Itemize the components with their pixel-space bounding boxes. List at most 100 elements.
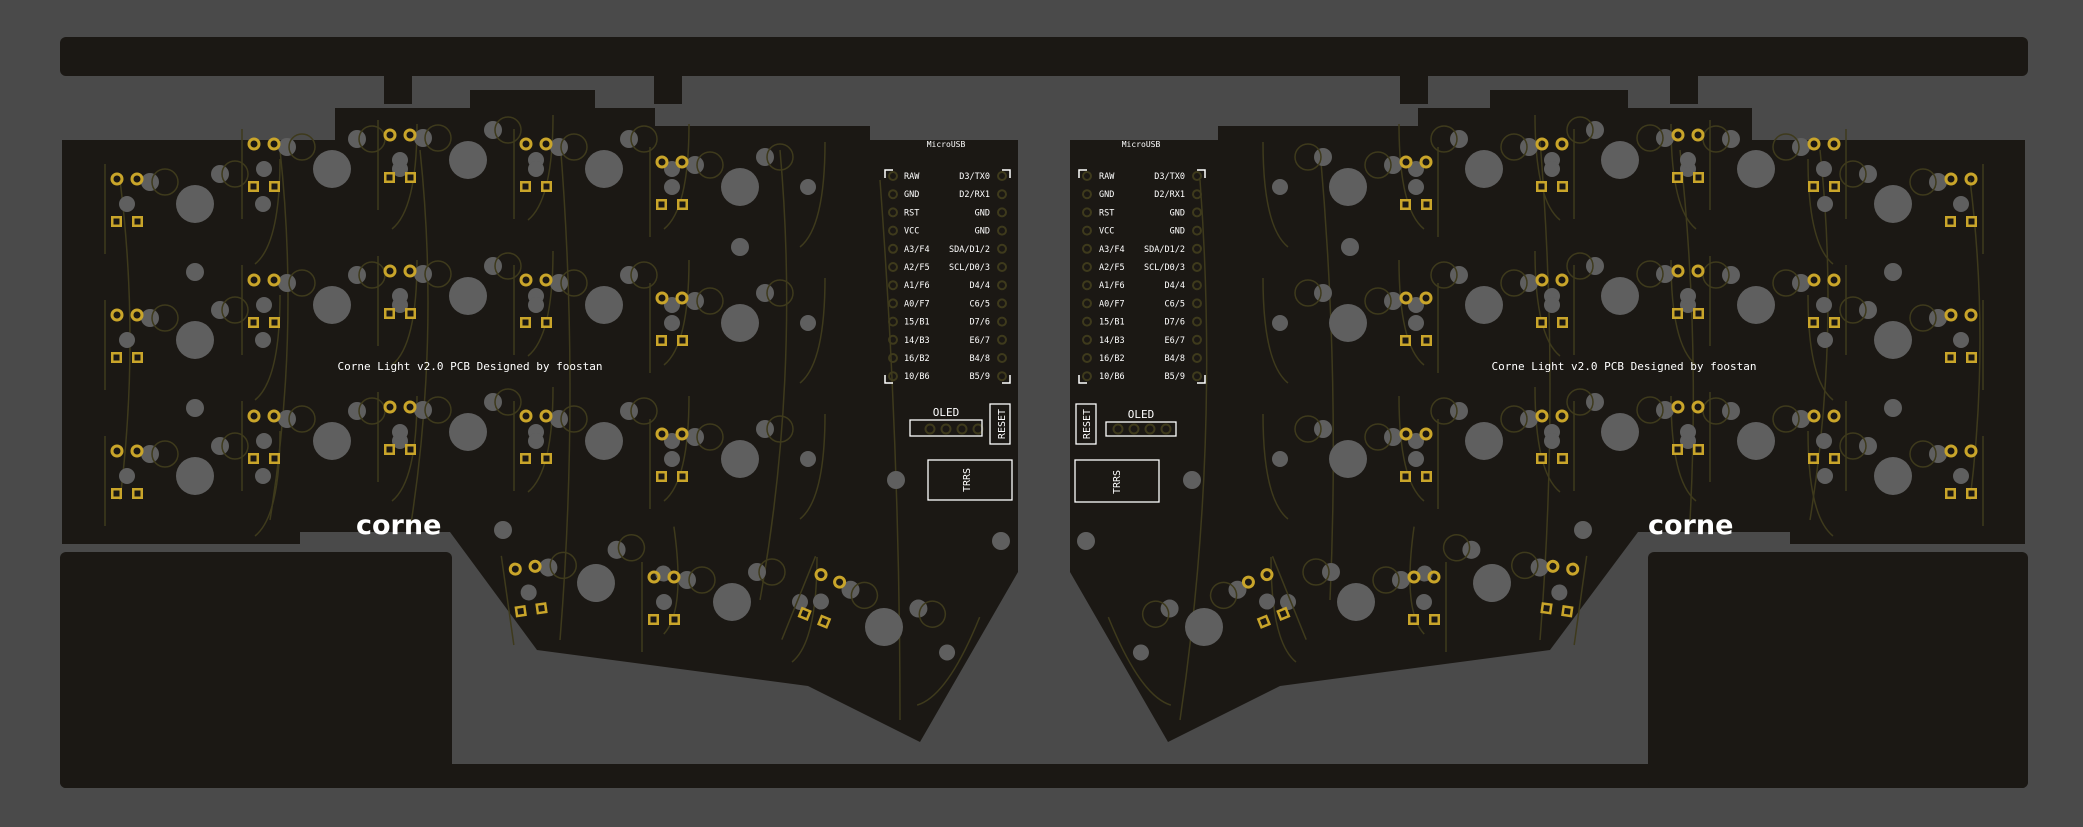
pin-label-left: RST	[1099, 208, 1114, 218]
pin-label-right: B4/8	[970, 354, 990, 364]
pin-label-right: D4/4	[1165, 281, 1185, 291]
pin-label-left: A3/F4	[1099, 245, 1125, 255]
mounting-hole	[494, 521, 512, 539]
pin-label-right: B4/8	[1165, 354, 1185, 364]
pin-label-left: 15/B1	[904, 318, 930, 328]
key-switch-footprint	[377, 250, 554, 357]
key-switch-footprint	[1262, 277, 1439, 384]
pin-label-right: B5/9	[1165, 372, 1185, 382]
pin-label-left: 15/B1	[1099, 318, 1125, 328]
mounting-hole	[1884, 263, 1902, 281]
right-logo: corne	[1648, 510, 1733, 541]
pin-label-right: D7/6	[970, 318, 990, 328]
left-reset-label: RESET	[997, 409, 1008, 439]
key-switch-footprint	[1262, 141, 1439, 248]
key-switch-footprint	[241, 259, 418, 366]
pin-label-left: GND	[904, 190, 919, 200]
pin-label-right: E6/7	[1165, 336, 1185, 346]
pin-label-left: GND	[1099, 190, 1114, 200]
left-logo: corne	[356, 510, 441, 541]
mounting-hole	[992, 532, 1010, 550]
key-switch-footprint	[377, 386, 554, 493]
key-switch-footprint	[1398, 259, 1575, 366]
pin-label-left: 16/B2	[1099, 354, 1125, 364]
pin-label-right: E6/7	[970, 336, 990, 346]
pin-label-left: A2/F5	[904, 263, 930, 273]
mounting-hole	[1183, 471, 1201, 489]
trace	[559, 139, 571, 641]
key-switch-footprint	[1270, 556, 1447, 663]
pin-label-right: D3/TX0	[1154, 172, 1185, 182]
key-footprints	[104, 114, 1984, 706]
key-switch-footprint	[1807, 158, 1984, 265]
right-oled-footprint: OLED	[1105, 408, 1177, 437]
key-switch-footprint	[1534, 386, 1711, 493]
trace	[409, 149, 429, 531]
mounting-hole	[1077, 532, 1095, 550]
pin-label-right: D3/TX0	[959, 172, 990, 182]
pin-label-right: C6/5	[1165, 299, 1185, 309]
pin-label-left: RAW	[1099, 172, 1115, 182]
left-usb-label: MicroUSB	[927, 140, 966, 149]
pin-label-left: VCC	[1099, 227, 1114, 237]
left-trrs-footprint: TRRS	[927, 459, 1013, 501]
pin-label-left: A1/F6	[904, 281, 930, 291]
pin-label-left: A2/F5	[1099, 263, 1125, 273]
mounting-hole	[186, 399, 204, 417]
pin-label-left: A3/F4	[904, 245, 930, 255]
key-switch-footprint	[1807, 430, 1984, 537]
right-reset-footprint: RESET	[1075, 403, 1097, 445]
pin-label-left: VCC	[904, 227, 919, 237]
pin-label-left: A0/F7	[1099, 299, 1125, 309]
pin-label-left: RST	[904, 208, 919, 218]
trace	[759, 149, 788, 601]
right-trrs-label: TRRS	[1112, 470, 1123, 494]
pin-label-left: 10/B6	[1099, 372, 1125, 382]
key-switch-footprint	[1107, 555, 1307, 706]
pin-label-right: C6/5	[970, 299, 990, 309]
key-switch-footprint	[1534, 114, 1711, 221]
tab-4	[1670, 74, 1698, 104]
trace	[1679, 149, 1695, 521]
pin-label-left: 14/B3	[904, 336, 930, 346]
mounting-hole	[887, 471, 905, 489]
right-pro-micro: RAWGNDRSTVCCA3/F4A2/F5A1/F6A0/F715/B114/…	[1078, 169, 1206, 384]
pin-label-right: GND	[975, 227, 990, 237]
trace	[879, 179, 901, 721]
tab-1	[384, 74, 412, 104]
pin-label-left: 14/B3	[1099, 336, 1125, 346]
bottom-rail	[60, 764, 2028, 788]
key-switch-footprint	[1534, 250, 1711, 357]
key-switch-footprint	[241, 123, 418, 230]
pin-label-right: D4/4	[970, 281, 990, 291]
tab-2	[654, 74, 682, 104]
key-switch-footprint	[513, 259, 690, 366]
mounting-hole	[731, 238, 749, 256]
right-oled-label: OLED	[1128, 408, 1155, 421]
key-switch-footprint	[1807, 294, 1984, 401]
mounting-hole	[1341, 238, 1359, 256]
pin-label-right: D2/RX1	[1154, 190, 1185, 200]
trace	[1179, 179, 1208, 721]
panel-frame	[60, 37, 2028, 788]
right-trrs-footprint: TRRS	[1074, 459, 1160, 503]
pin-label-left: 16/B2	[904, 354, 930, 364]
pin-label-right: GND	[975, 208, 990, 218]
key-switch-footprint	[1398, 123, 1575, 230]
pin-label-right: B5/9	[970, 372, 990, 382]
key-switch-footprint	[1398, 395, 1575, 502]
left-oled-footprint: OLED	[909, 406, 983, 437]
pin-label-right: GND	[1170, 227, 1185, 237]
pin-label-left: A0/F7	[904, 299, 930, 309]
pin-label-right: SCL/D0/3	[949, 263, 990, 273]
key-switch-footprint	[104, 430, 281, 537]
pin-label-left: RAW	[904, 172, 920, 182]
left-trrs-label: TRRS	[962, 468, 973, 492]
key-switch-footprint	[649, 277, 826, 384]
pin-label-left: 10/B6	[904, 372, 930, 382]
key-switch-footprint	[513, 395, 690, 502]
left-design-label: Corne Light v2.0 PCB Designed by foostan	[338, 360, 603, 373]
trace	[269, 149, 289, 521]
left-reset-footprint: RESET	[989, 403, 1011, 445]
bottom-left-block	[60, 552, 452, 788]
